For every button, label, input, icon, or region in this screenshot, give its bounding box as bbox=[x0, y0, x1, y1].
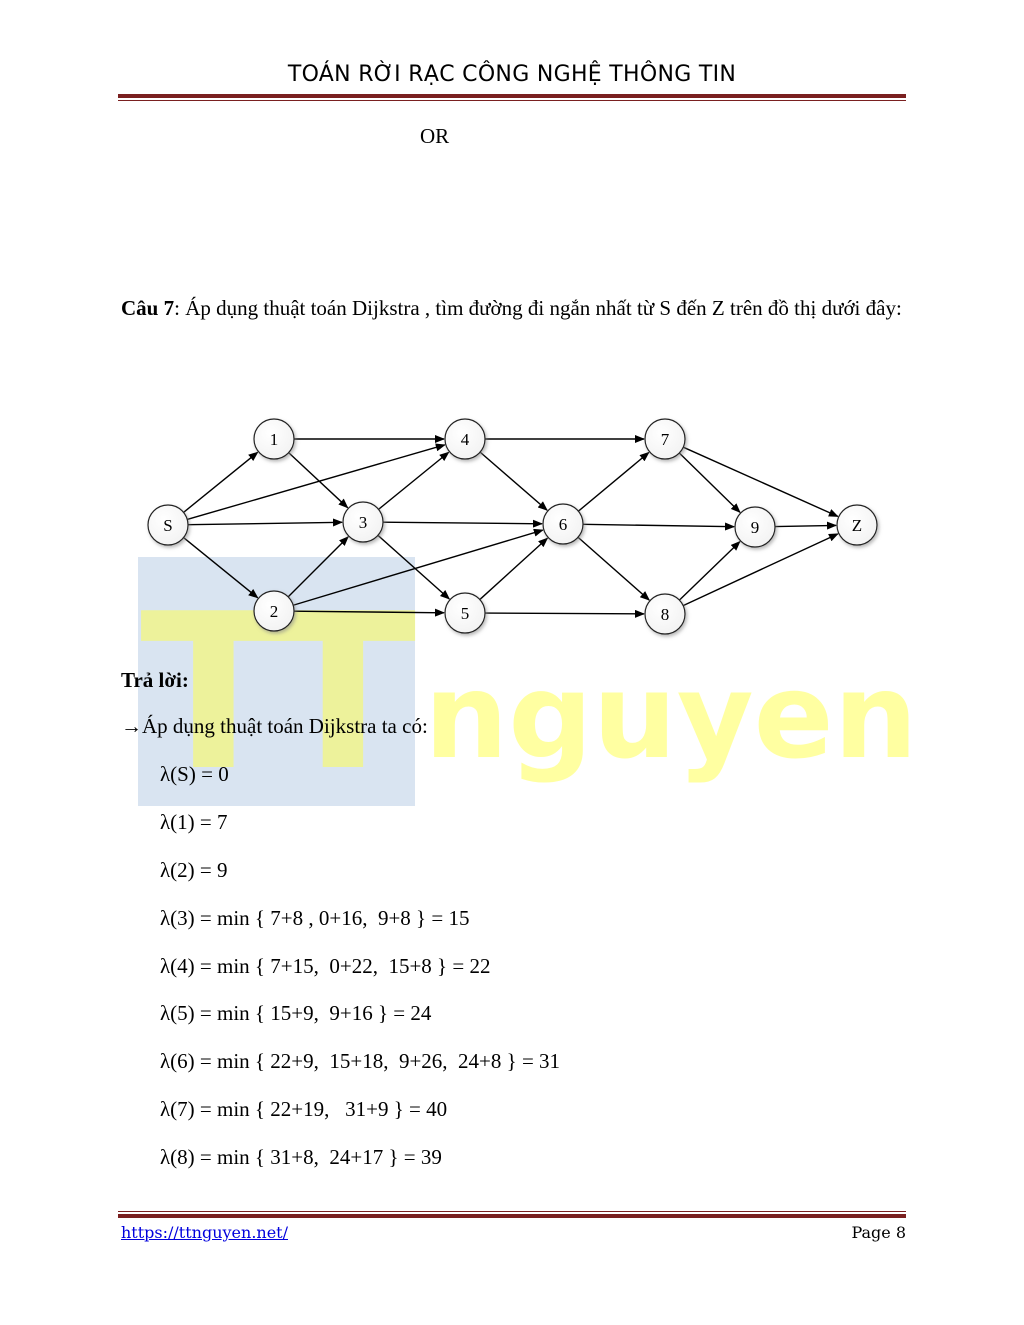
graph-edges bbox=[183, 435, 839, 618]
footer-rule bbox=[118, 1214, 906, 1218]
graph-edge-S-1 bbox=[183, 451, 259, 513]
header-rule bbox=[118, 94, 906, 98]
header-title: TOÁN RỜI RẠC CÔNG NGHỆ THÔNG TIN bbox=[287, 62, 737, 87]
graph-edge-5-8 bbox=[484, 609, 646, 618]
node-label: 8 bbox=[661, 605, 670, 624]
footer-link[interactable]: https://ttnguyen.net/ bbox=[121, 1223, 288, 1242]
graph-edge-1-3 bbox=[288, 452, 349, 509]
node-label: S bbox=[163, 516, 172, 535]
node-circle bbox=[342, 501, 384, 543]
graph-node-5: 5 bbox=[444, 592, 486, 634]
graph-node-8: 8 bbox=[644, 593, 686, 635]
node-label: 6 bbox=[559, 515, 568, 534]
node-circle bbox=[836, 504, 878, 546]
lambda-line: λ(4) = min { 7+15, 0+22, 15+8 } = 22 bbox=[160, 954, 491, 978]
node-label: 5 bbox=[461, 604, 470, 623]
page-number: Page 8 bbox=[851, 1223, 906, 1242]
answer-intro: →Áp dụng thuật toán Dijkstra ta có: bbox=[121, 714, 428, 739]
lambda-line: λ(5) = min { 15+9, 9+16 } = 24 bbox=[160, 1001, 432, 1025]
question-label: Câu 7 bbox=[121, 296, 175, 320]
graph-edge-8-Z bbox=[682, 533, 839, 607]
node-circle bbox=[644, 418, 686, 460]
lambda-line: λ(2) = 9 bbox=[160, 858, 228, 882]
graph-edge-4-6 bbox=[479, 451, 548, 511]
graph-node-9: 9 bbox=[734, 506, 776, 548]
node-label: Z bbox=[852, 516, 862, 535]
graph-node-4: 4 bbox=[444, 418, 486, 460]
graph-edge-7-9 bbox=[678, 452, 741, 514]
lambda-line: λ(3) = min { 7+8 , 0+16, 9+8 } = 15 bbox=[160, 906, 470, 930]
graph-edge-S-2 bbox=[183, 537, 259, 599]
node-circle bbox=[253, 418, 295, 460]
graph-edge-6-9 bbox=[582, 522, 736, 531]
lambda-line: λ(8) = min { 31+8, 24+17 } = 39 bbox=[160, 1145, 442, 1169]
graph-edge-8-9 bbox=[678, 540, 741, 601]
node-label: 1 bbox=[270, 430, 279, 449]
footer-rule-thin bbox=[118, 1211, 906, 1212]
node-circle bbox=[444, 418, 486, 460]
graph-edge-S-3 bbox=[187, 518, 344, 527]
or-text: OR bbox=[420, 124, 450, 148]
graph-node-3: 3 bbox=[342, 501, 384, 543]
lambda-line: λ(7) = min { 22+19, 31+9 } = 40 bbox=[160, 1097, 448, 1121]
graph-edge-3-6 bbox=[382, 519, 544, 528]
graph-nodes: S 1 2 3 4 5 6 7 8 9 Z bbox=[147, 418, 878, 635]
graph-node-Z: Z bbox=[836, 504, 878, 546]
node-circle bbox=[644, 593, 686, 635]
graph-edge-6-8 bbox=[577, 536, 651, 601]
node-circle bbox=[147, 504, 189, 546]
answer-title: Trả lời: bbox=[121, 668, 189, 692]
lambda-line: λ(6) = min { 22+9, 15+18, 9+26, 24+8 } =… bbox=[160, 1049, 561, 1073]
node-label: 2 bbox=[270, 602, 279, 621]
lambda-line: λ(S) = 0 bbox=[160, 762, 229, 786]
graph-edge-5-6 bbox=[479, 537, 549, 601]
graph-edge-S-4 bbox=[187, 443, 446, 521]
graph-edge-2-3 bbox=[287, 536, 349, 598]
node-circle bbox=[444, 592, 486, 634]
lambda-line: λ(1) = 7 bbox=[160, 810, 228, 834]
graph-edge-9-Z bbox=[774, 521, 838, 530]
node-label: 9 bbox=[751, 518, 760, 537]
graph-node-6: 6 bbox=[542, 503, 584, 545]
graph-edge-2-5 bbox=[293, 608, 446, 617]
node-circle bbox=[253, 590, 295, 632]
answer-intro-text: Áp dụng thuật toán Dijkstra ta có: bbox=[142, 714, 428, 738]
dijkstra-graph: S 1 2 3 4 5 6 7 8 9 Z bbox=[147, 418, 878, 635]
graph-node-2: 2 bbox=[253, 590, 295, 632]
graph-edge-2-6 bbox=[292, 528, 544, 606]
graph-node-1: 1 bbox=[253, 418, 295, 460]
graph-node-7: 7 bbox=[644, 418, 686, 460]
node-circle bbox=[734, 506, 776, 548]
graph-edge-6-7 bbox=[577, 451, 650, 512]
arrow-icon: → bbox=[121, 714, 142, 738]
graph-edge-3-5 bbox=[377, 534, 451, 600]
question-7: Câu 7: Áp dụng thuật toán Dijkstra , tìm… bbox=[121, 292, 906, 324]
node-label: 3 bbox=[359, 513, 368, 532]
node-label: 7 bbox=[661, 430, 670, 449]
graph-node-S: S bbox=[147, 504, 189, 546]
node-label: 4 bbox=[461, 430, 470, 449]
graph-edge-3-4 bbox=[378, 451, 450, 510]
node-circle bbox=[542, 503, 584, 545]
watermark-nguyen: nguyen bbox=[424, 647, 918, 785]
graph-edge-7-Z bbox=[682, 446, 839, 518]
header-rule-thin bbox=[118, 100, 906, 101]
question-text: : Áp dụng thuật toán Dijkstra , tìm đườn… bbox=[174, 296, 902, 320]
